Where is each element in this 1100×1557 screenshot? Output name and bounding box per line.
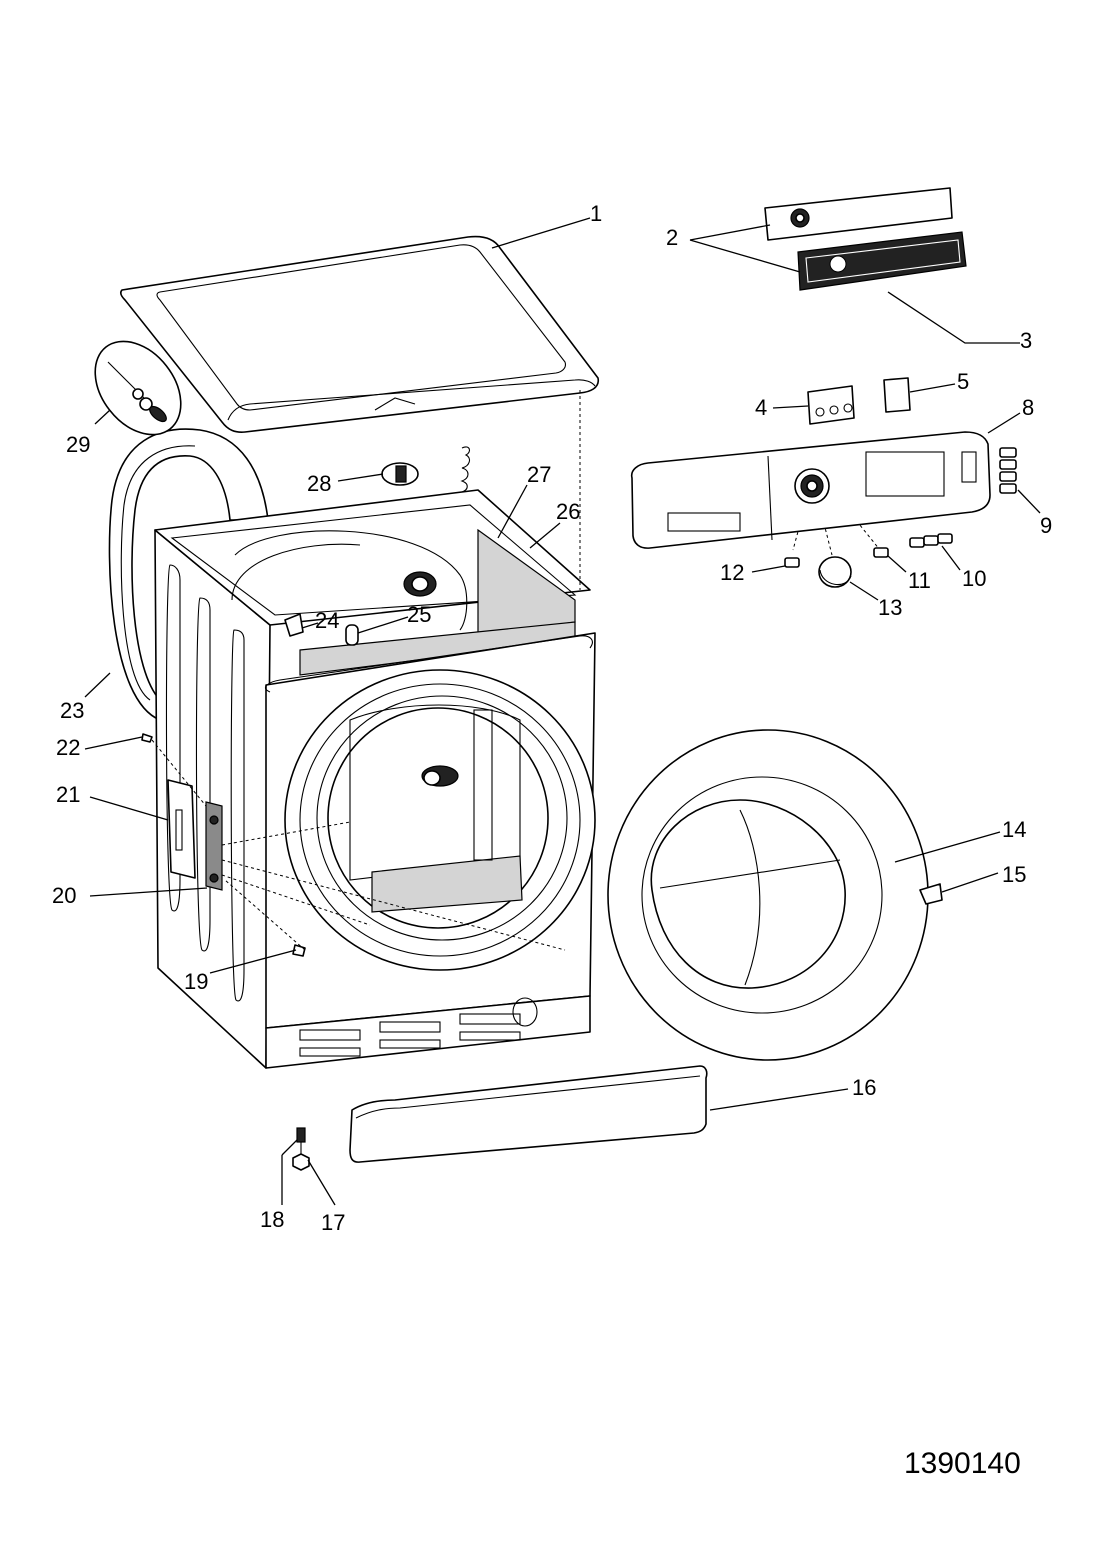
callout-20: 20 xyxy=(52,883,76,908)
callout-26: 26 xyxy=(556,499,580,524)
part-11-button xyxy=(873,547,889,558)
part-15-door-catch xyxy=(919,883,943,905)
callout-17: 17 xyxy=(321,1210,345,1235)
callout-8: 8 xyxy=(1022,395,1034,420)
part-25-plug xyxy=(345,624,359,646)
callout-24: 24 xyxy=(315,608,339,633)
part-12-button xyxy=(784,557,800,568)
callout-2: 2 xyxy=(666,225,678,250)
callout-19: 19 xyxy=(184,969,208,994)
part-23-rear-ring xyxy=(108,428,269,721)
callout-23: 23 xyxy=(60,698,84,723)
part-2-control-board-upper xyxy=(764,187,953,241)
callout-21: 21 xyxy=(56,782,80,807)
part-16-plinth xyxy=(349,1065,708,1163)
callout-15: 15 xyxy=(1002,862,1026,887)
part-9-buttons xyxy=(999,447,1017,494)
callout-labels: 1 2 3 4 5 8 9 10 11 12 13 14 15 16 17 18… xyxy=(52,201,1052,1235)
callout-22: 22 xyxy=(56,735,80,760)
part-22-screw xyxy=(141,733,153,743)
callout-4: 4 xyxy=(755,395,767,420)
callout-3: 3 xyxy=(1020,328,1032,353)
callout-16: 16 xyxy=(852,1075,876,1100)
callout-28: 28 xyxy=(307,471,331,496)
callout-29: 29 xyxy=(66,432,90,457)
part-14-door xyxy=(607,729,929,1061)
callout-12: 12 xyxy=(720,560,744,585)
callout-27: 27 xyxy=(527,462,551,487)
callout-25: 25 xyxy=(407,602,431,627)
part-21-hinge-cover xyxy=(167,779,196,879)
drawing-number: 1390140 xyxy=(904,1447,1021,1480)
part-18-foot-bolt xyxy=(296,1127,306,1156)
callout-1: 1 xyxy=(590,201,602,226)
part-1-top-lid xyxy=(119,235,600,433)
callout-9: 9 xyxy=(1040,513,1052,538)
part-10-buttons xyxy=(909,533,953,548)
part-5-button-board xyxy=(883,377,911,413)
part-4-button-board xyxy=(807,385,855,425)
callout-5: 5 xyxy=(957,369,969,394)
callout-11: 11 xyxy=(908,568,931,593)
part-29-bolt-kit xyxy=(94,340,182,436)
callout-18: 18 xyxy=(260,1207,284,1232)
part-24-clip xyxy=(284,613,304,637)
leader-lines xyxy=(84,217,1041,1206)
part-3-control-board-lower xyxy=(797,231,967,291)
cabinet xyxy=(154,489,596,1069)
callout-14: 14 xyxy=(1002,817,1026,842)
callout-10: 10 xyxy=(962,566,986,591)
part-20-door-hinge xyxy=(205,801,223,891)
part-17-foot-nut xyxy=(292,1153,310,1171)
part-13-knob xyxy=(818,556,852,588)
callout-13: 13 xyxy=(878,595,902,620)
part-28-hose-clamp xyxy=(381,446,471,493)
part-8-control-panel xyxy=(630,431,991,549)
